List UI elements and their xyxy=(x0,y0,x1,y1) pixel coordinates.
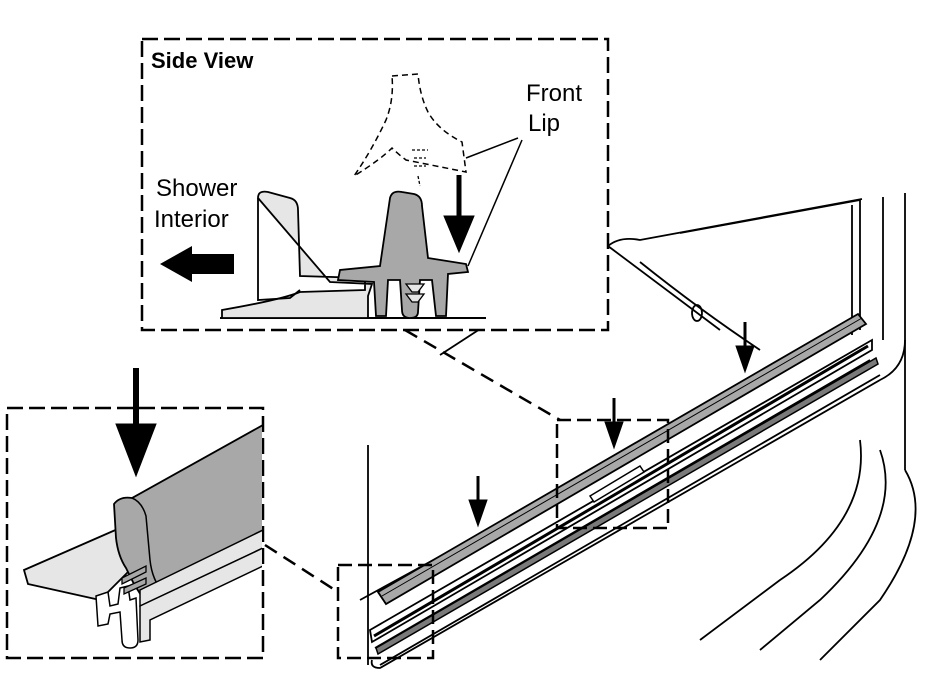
door-track xyxy=(369,338,879,656)
side-view-title: Side View xyxy=(151,48,254,73)
sweep-clip xyxy=(588,464,646,504)
down-arrow-icon xyxy=(115,368,157,478)
side-view-inset: Side View Front Lip Shower Interior xyxy=(140,37,610,332)
down-arrow-icon xyxy=(604,398,624,450)
drain-hole xyxy=(691,304,703,322)
detail-callout-middle xyxy=(555,418,670,530)
shower-interior-label-line1: Shower xyxy=(156,175,237,202)
down-arrow-icon xyxy=(735,322,755,374)
down-arrow-icon xyxy=(443,175,475,254)
shower-interior-label-line2: Interior xyxy=(154,206,229,233)
front-lip-label-line2: Lip xyxy=(528,110,560,137)
zoom-barbs xyxy=(121,564,147,596)
left-arrow-icon xyxy=(160,246,234,282)
sweep-barbs xyxy=(404,283,426,303)
light-gasket-profile xyxy=(221,190,374,319)
leader-lines xyxy=(264,328,561,594)
door-outline-dashed xyxy=(353,73,467,177)
install-arrows xyxy=(468,322,755,528)
sweep-gasket-strip xyxy=(376,312,868,606)
down-arrow-icon xyxy=(468,476,488,528)
front-lip-label-line1: Front xyxy=(526,80,582,107)
zoom-detail-inset xyxy=(5,368,265,660)
detail-callout-lower xyxy=(336,563,435,660)
